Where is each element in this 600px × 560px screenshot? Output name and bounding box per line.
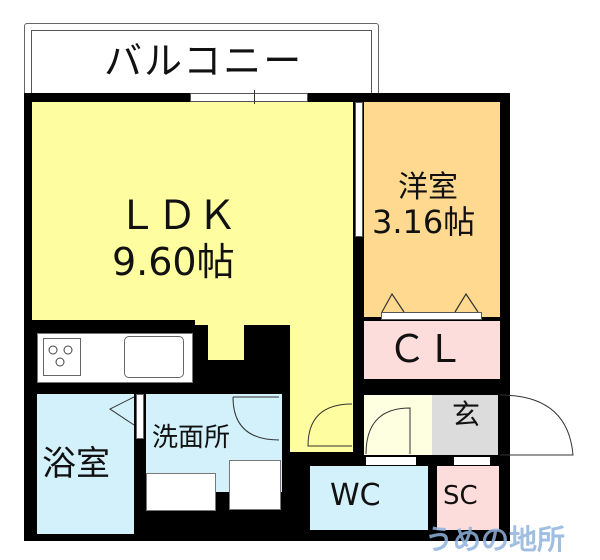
kitchen-counter [37,333,193,383]
ldk-size: 9.60帖 [112,240,235,284]
stove [43,338,81,376]
sc-name: SC [443,481,478,511]
front-door[interactable] [498,393,598,457]
washroom-name: 洗面所 [152,423,231,453]
wc-door[interactable] [366,457,416,465]
kitchen-sink [124,336,184,378]
room-closet [364,321,500,379]
room-western [364,102,500,317]
watermark: うめの地所 [425,523,566,556]
room-ldk [32,102,353,320]
closet-door-marks [381,292,479,313]
wc-name: WC [330,478,381,513]
closet-door[interactable] [381,312,482,320]
room-sc [437,466,499,530]
bath-name: 浴室 [42,444,110,484]
balcony-label: バルコニー [104,39,304,83]
western-size: 3.16帖 [372,203,476,241]
entrance-name: 玄 [452,398,481,431]
room-wc [310,466,428,530]
ldk-name: ＬＤＫ [117,193,237,239]
balcony-window[interactable] [190,93,308,102]
sc-door[interactable] [454,457,490,465]
closet-name: ＣＬ [388,327,465,371]
western-name: 洋室 [398,170,458,205]
room-bath [37,394,134,534]
sliding-door[interactable] [355,102,363,237]
washbasin [146,473,216,511]
room-entrance [432,395,498,455]
hall [364,395,432,455]
washer-space [229,460,281,510]
